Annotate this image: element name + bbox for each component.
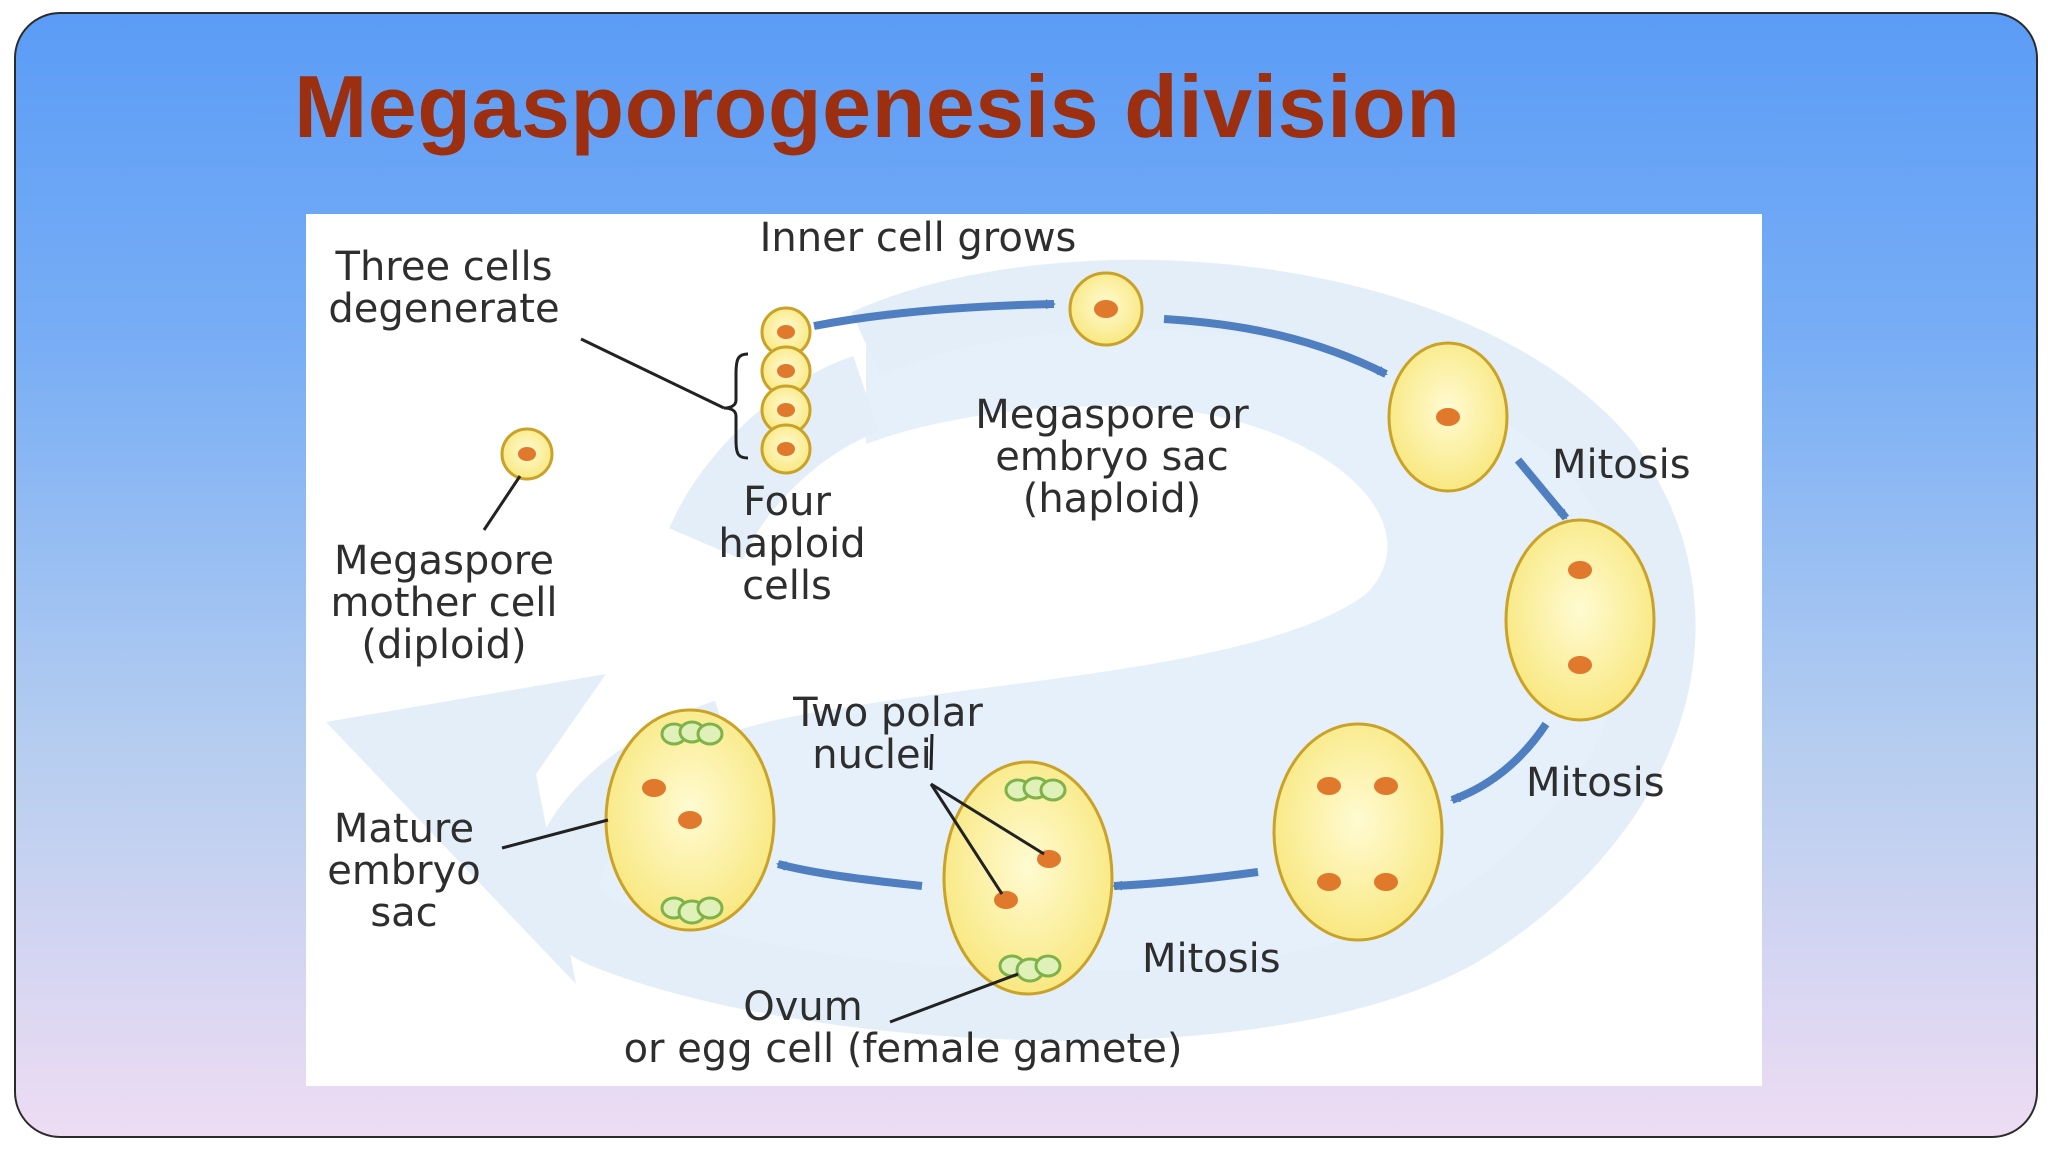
embryo-sac-four-nuclei (1272, 722, 1444, 942)
embryo-sac-one-nucleus (1387, 341, 1509, 493)
svg-text:Megaspore: Megaspore (334, 538, 554, 584)
mature-embryo-sac (604, 708, 776, 932)
megaspore-mother-cell (500, 427, 554, 481)
label-four-haploid-cells: Four haploid cells (718, 479, 865, 609)
svg-text:nuclei: nuclei (812, 732, 932, 778)
leader-polar-2 (929, 783, 1004, 895)
megaspore (1068, 271, 1144, 347)
label-mitosis-3: Mitosis (1142, 936, 1281, 982)
label-inner-cell-grows: Inner cell grows (760, 215, 1077, 261)
label-mitosis-2: Mitosis (1526, 760, 1665, 806)
leader-mother-cell (482, 475, 522, 531)
leader-ovum (889, 972, 1019, 1024)
svg-text:Two polar: Two polar (792, 690, 983, 736)
label-mature-embryo-sac: Mature embryo sac (327, 806, 481, 936)
arrow-mitosis-3 (1112, 868, 1259, 891)
label-three-cells-degenerate: Three cells degenerate (328, 244, 559, 332)
label-two-polar-nuclei: Two polar nuclei (792, 690, 983, 778)
label-megaspore-mother-cell: Megaspore mother cell (diploid) (330, 538, 557, 668)
embryo-sac-eight-nuclei (942, 760, 1114, 996)
svg-text:Mature: Mature (334, 806, 474, 852)
leader-lines (482, 337, 1045, 1024)
leader-polar-1 (930, 782, 1045, 856)
four-haploid-cells (723, 306, 812, 475)
svg-text:Ovum: Ovum (743, 984, 862, 1030)
svg-text:or egg cell (female gamete): or egg cell (female gamete) (624, 1026, 1183, 1072)
svg-text:haploid: haploid (718, 521, 865, 567)
leader-polar-stub (929, 733, 934, 771)
svg-text:sac: sac (370, 890, 437, 936)
svg-text:mother cell: mother cell (330, 580, 557, 626)
slide-title: Megasporogenesis division (294, 57, 1461, 156)
arrow-to-megaspore (813, 299, 1056, 330)
svg-text:embryo sac: embryo sac (995, 434, 1229, 480)
svg-text:cells: cells (742, 563, 832, 609)
svg-text:Megaspore or: Megaspore or (975, 392, 1249, 438)
arrow-to-embryo-sac (1163, 315, 1388, 378)
megasporogenesis-diagram: Inner cell grows Three cells degenerate … (306, 214, 1762, 1086)
polar-nucleus-2 (994, 891, 1018, 909)
arrow-mitosis-1 (1514, 457, 1570, 521)
slide: Megasporogenesis division (14, 12, 2038, 1138)
svg-text:(diploid): (diploid) (361, 622, 526, 668)
svg-text:Four: Four (743, 479, 831, 525)
arrow-mitosis-2 (1450, 721, 1550, 804)
arrow-to-mature-sac (776, 860, 923, 890)
svg-text:embryo: embryo (327, 848, 481, 894)
label-megaspore-embryo-sac: Megaspore or embryo sac (haploid) (975, 392, 1249, 522)
embryo-sac-two-nuclei (1504, 518, 1656, 722)
leader-three-cells (580, 337, 725, 410)
antipodal-cells (1004, 776, 1067, 802)
svg-text:Three cells: Three cells (335, 244, 553, 290)
cycle-arrows (776, 299, 1570, 891)
leader-mature-sac (501, 818, 609, 850)
label-ovum: Ovum or egg cell (female gamete) (624, 984, 1183, 1072)
svg-text:degenerate: degenerate (328, 286, 559, 332)
svg-text:(haploid): (haploid) (1023, 476, 1202, 522)
label-mitosis-1: Mitosis (1552, 442, 1691, 488)
